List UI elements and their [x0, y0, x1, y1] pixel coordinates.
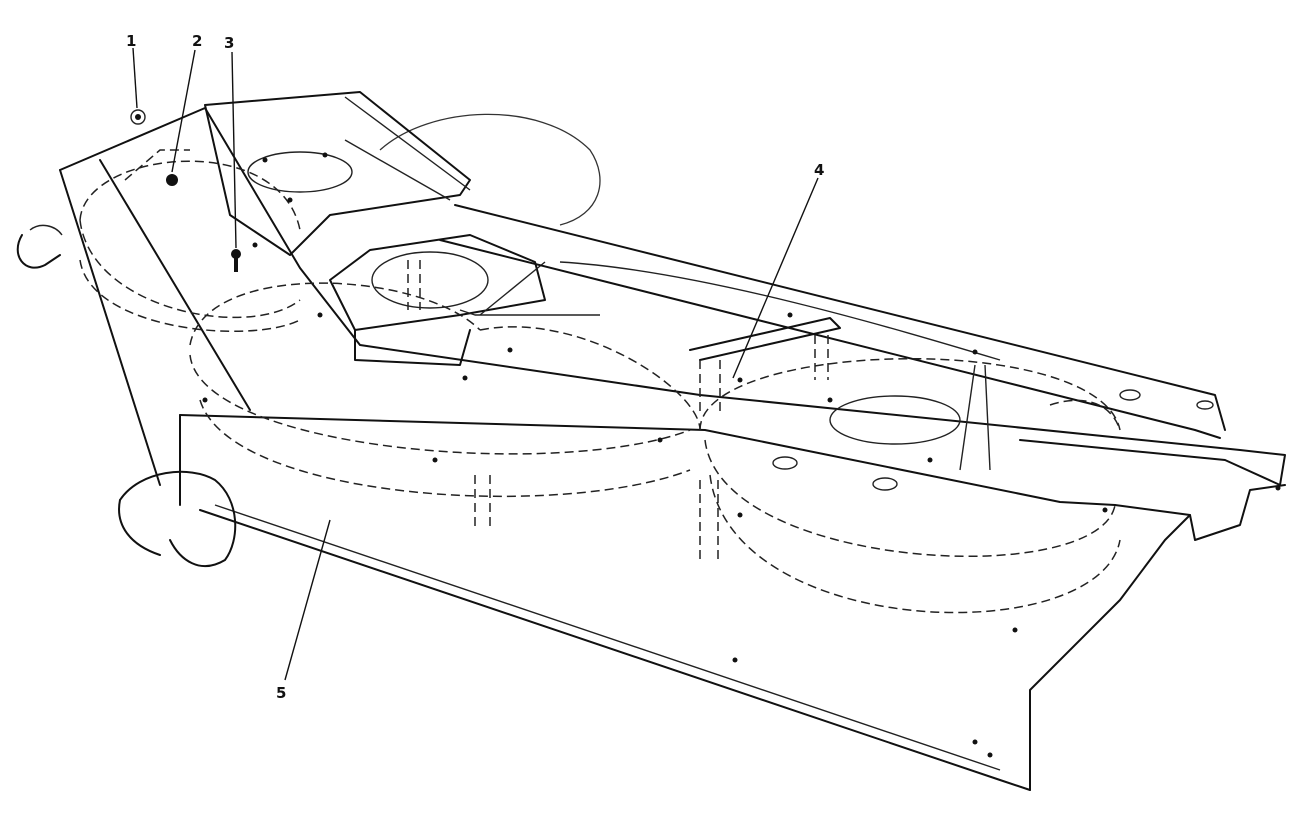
- callout-2-leader: [171, 49, 196, 173]
- part-3-bolt: [231, 249, 241, 272]
- blade-paths-hidden: [79, 149, 1121, 614]
- callout-1-label: 1: [126, 32, 136, 50]
- callout-5-label: 5: [276, 684, 286, 702]
- part-2-fitting: [166, 174, 178, 186]
- discharge-chute: [16, 224, 237, 567]
- deck-top-plate: [59, 107, 1286, 791]
- right-spindle-plate: [772, 395, 961, 491]
- deck-fasteners: [202, 152, 1281, 758]
- callout-3-label: 3: [224, 34, 234, 52]
- callout-3-leader: [231, 51, 237, 249]
- rear-spindle-housing: [204, 91, 601, 256]
- callout-2-label: 2: [192, 32, 202, 50]
- callout-5-leader: [284, 519, 331, 681]
- callout-1-leader: [132, 47, 138, 109]
- callout-4-label: 4: [814, 161, 824, 179]
- part-1-nut: [130, 109, 146, 125]
- center-spindle-plate: [329, 234, 600, 366]
- callout-4-leader: [732, 177, 819, 379]
- belt-cover-rail: [439, 204, 1226, 471]
